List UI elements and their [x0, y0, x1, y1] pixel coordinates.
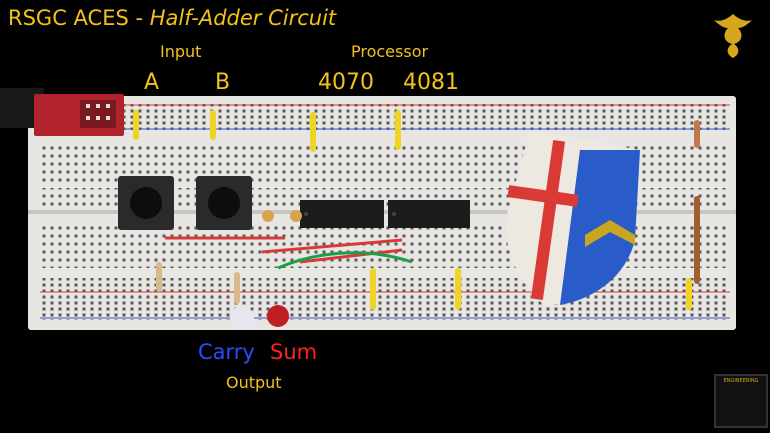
- label-a: A: [144, 70, 160, 95]
- dragon-logo-icon: [714, 14, 752, 58]
- led-sum: [267, 305, 289, 327]
- led-carry: [230, 306, 254, 330]
- shield-crest-icon: [505, 130, 640, 306]
- resistor-1: [156, 262, 162, 292]
- sum-label: Sum: [270, 340, 318, 364]
- title-main: RSGC ACES -: [8, 6, 150, 30]
- input-label: Input: [160, 42, 202, 61]
- label-b: B: [215, 70, 231, 95]
- carry-label: Carry: [198, 340, 255, 364]
- badge-text: ENGINEERING: [723, 378, 759, 384]
- chip-4070-label: 4070: [318, 70, 374, 95]
- chip-4081-label: 4081: [403, 70, 459, 95]
- engineering-studio-badge-icon: ENGINEERING: [714, 374, 768, 428]
- resistor-2: [234, 272, 240, 304]
- output-label: Output: [226, 373, 282, 392]
- ic-4070: [300, 200, 384, 228]
- processor-label: Processor: [351, 42, 429, 61]
- push-button-a: [118, 176, 174, 230]
- page-title: RSGC ACES - Half-Adder Circuit: [8, 8, 336, 29]
- push-button-b: [196, 176, 252, 230]
- ic-4081: [388, 200, 470, 228]
- power-jack: [0, 88, 124, 136]
- resistor-3: [694, 120, 700, 284]
- title-italic: Half-Adder Circuit: [149, 6, 337, 30]
